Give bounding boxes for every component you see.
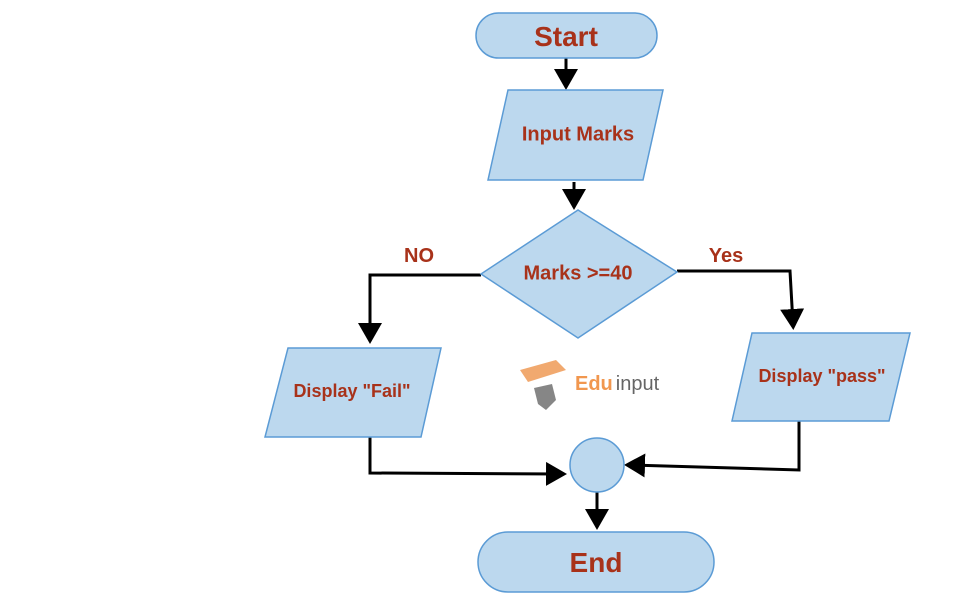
end-label: End [570,547,623,578]
logo-icon [520,360,566,382]
merge-connector-circle [569,437,625,493]
connector-lines [358,58,805,530]
logo-icon-base [534,384,556,410]
branch-no-label: NO [404,245,434,267]
start-label: Start [534,21,598,52]
branch-yes-label: Yes [709,245,743,267]
decision-label: Marks >=40 [524,262,633,284]
arrow-pass-to-connector [624,421,801,478]
arrow-decision-to-fail [358,273,481,344]
display-pass-label: Display "pass" [758,366,885,386]
arrow-fail-to-connector [368,437,567,486]
start-terminal [475,12,658,59]
end-terminal [477,531,715,593]
display-fail-label: Display "Fail" [293,381,410,401]
input-marks-shape [487,89,664,181]
display-fail-shape [264,347,442,438]
display-pass-shape [731,332,911,422]
input-marks-label: Input Marks [522,123,634,145]
arrow-decision-to-pass [677,269,805,330]
decision-diamond [479,209,679,339]
